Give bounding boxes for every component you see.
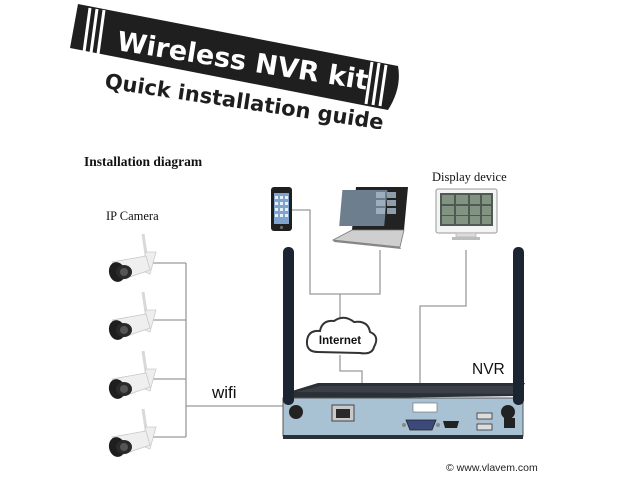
laptop-icon bbox=[331, 187, 408, 249]
diagram-heading: Installation diagram bbox=[84, 154, 203, 169]
smartphone-icon bbox=[271, 187, 292, 231]
monitor-icon bbox=[435, 188, 498, 240]
title-banner: Wireless NVR kit Quick installation guid… bbox=[70, 4, 399, 135]
camera-label: IP Camera bbox=[106, 209, 159, 223]
nvr-device-icon bbox=[282, 383, 525, 439]
antenna-left-icon bbox=[283, 247, 303, 419]
antenna-right-icon bbox=[501, 247, 524, 419]
banner-stripes-right bbox=[364, 61, 388, 107]
power-port-icon bbox=[504, 418, 515, 428]
display-label: Display device bbox=[432, 170, 507, 184]
nvr-label: NVR bbox=[472, 361, 505, 378]
watermark: © www.vlavem.com bbox=[446, 462, 538, 474]
ip-camera-icon bbox=[108, 408, 157, 457]
ethernet-port-icon bbox=[331, 404, 355, 422]
ip-camera-icon bbox=[108, 233, 157, 282]
internet-cloud-icon: Internet bbox=[305, 316, 378, 355]
usb-ports-icon bbox=[476, 412, 493, 431]
vga-port-icon bbox=[402, 419, 440, 431]
banner-shape bbox=[70, 4, 399, 110]
banner-stripes-left bbox=[82, 7, 106, 55]
wifi-label: wifi bbox=[211, 383, 237, 402]
hdmi-port-icon bbox=[443, 421, 459, 428]
internet-label: Internet bbox=[319, 335, 361, 347]
ip-camera-icon bbox=[108, 291, 157, 340]
ip-camera-icon bbox=[108, 350, 157, 399]
